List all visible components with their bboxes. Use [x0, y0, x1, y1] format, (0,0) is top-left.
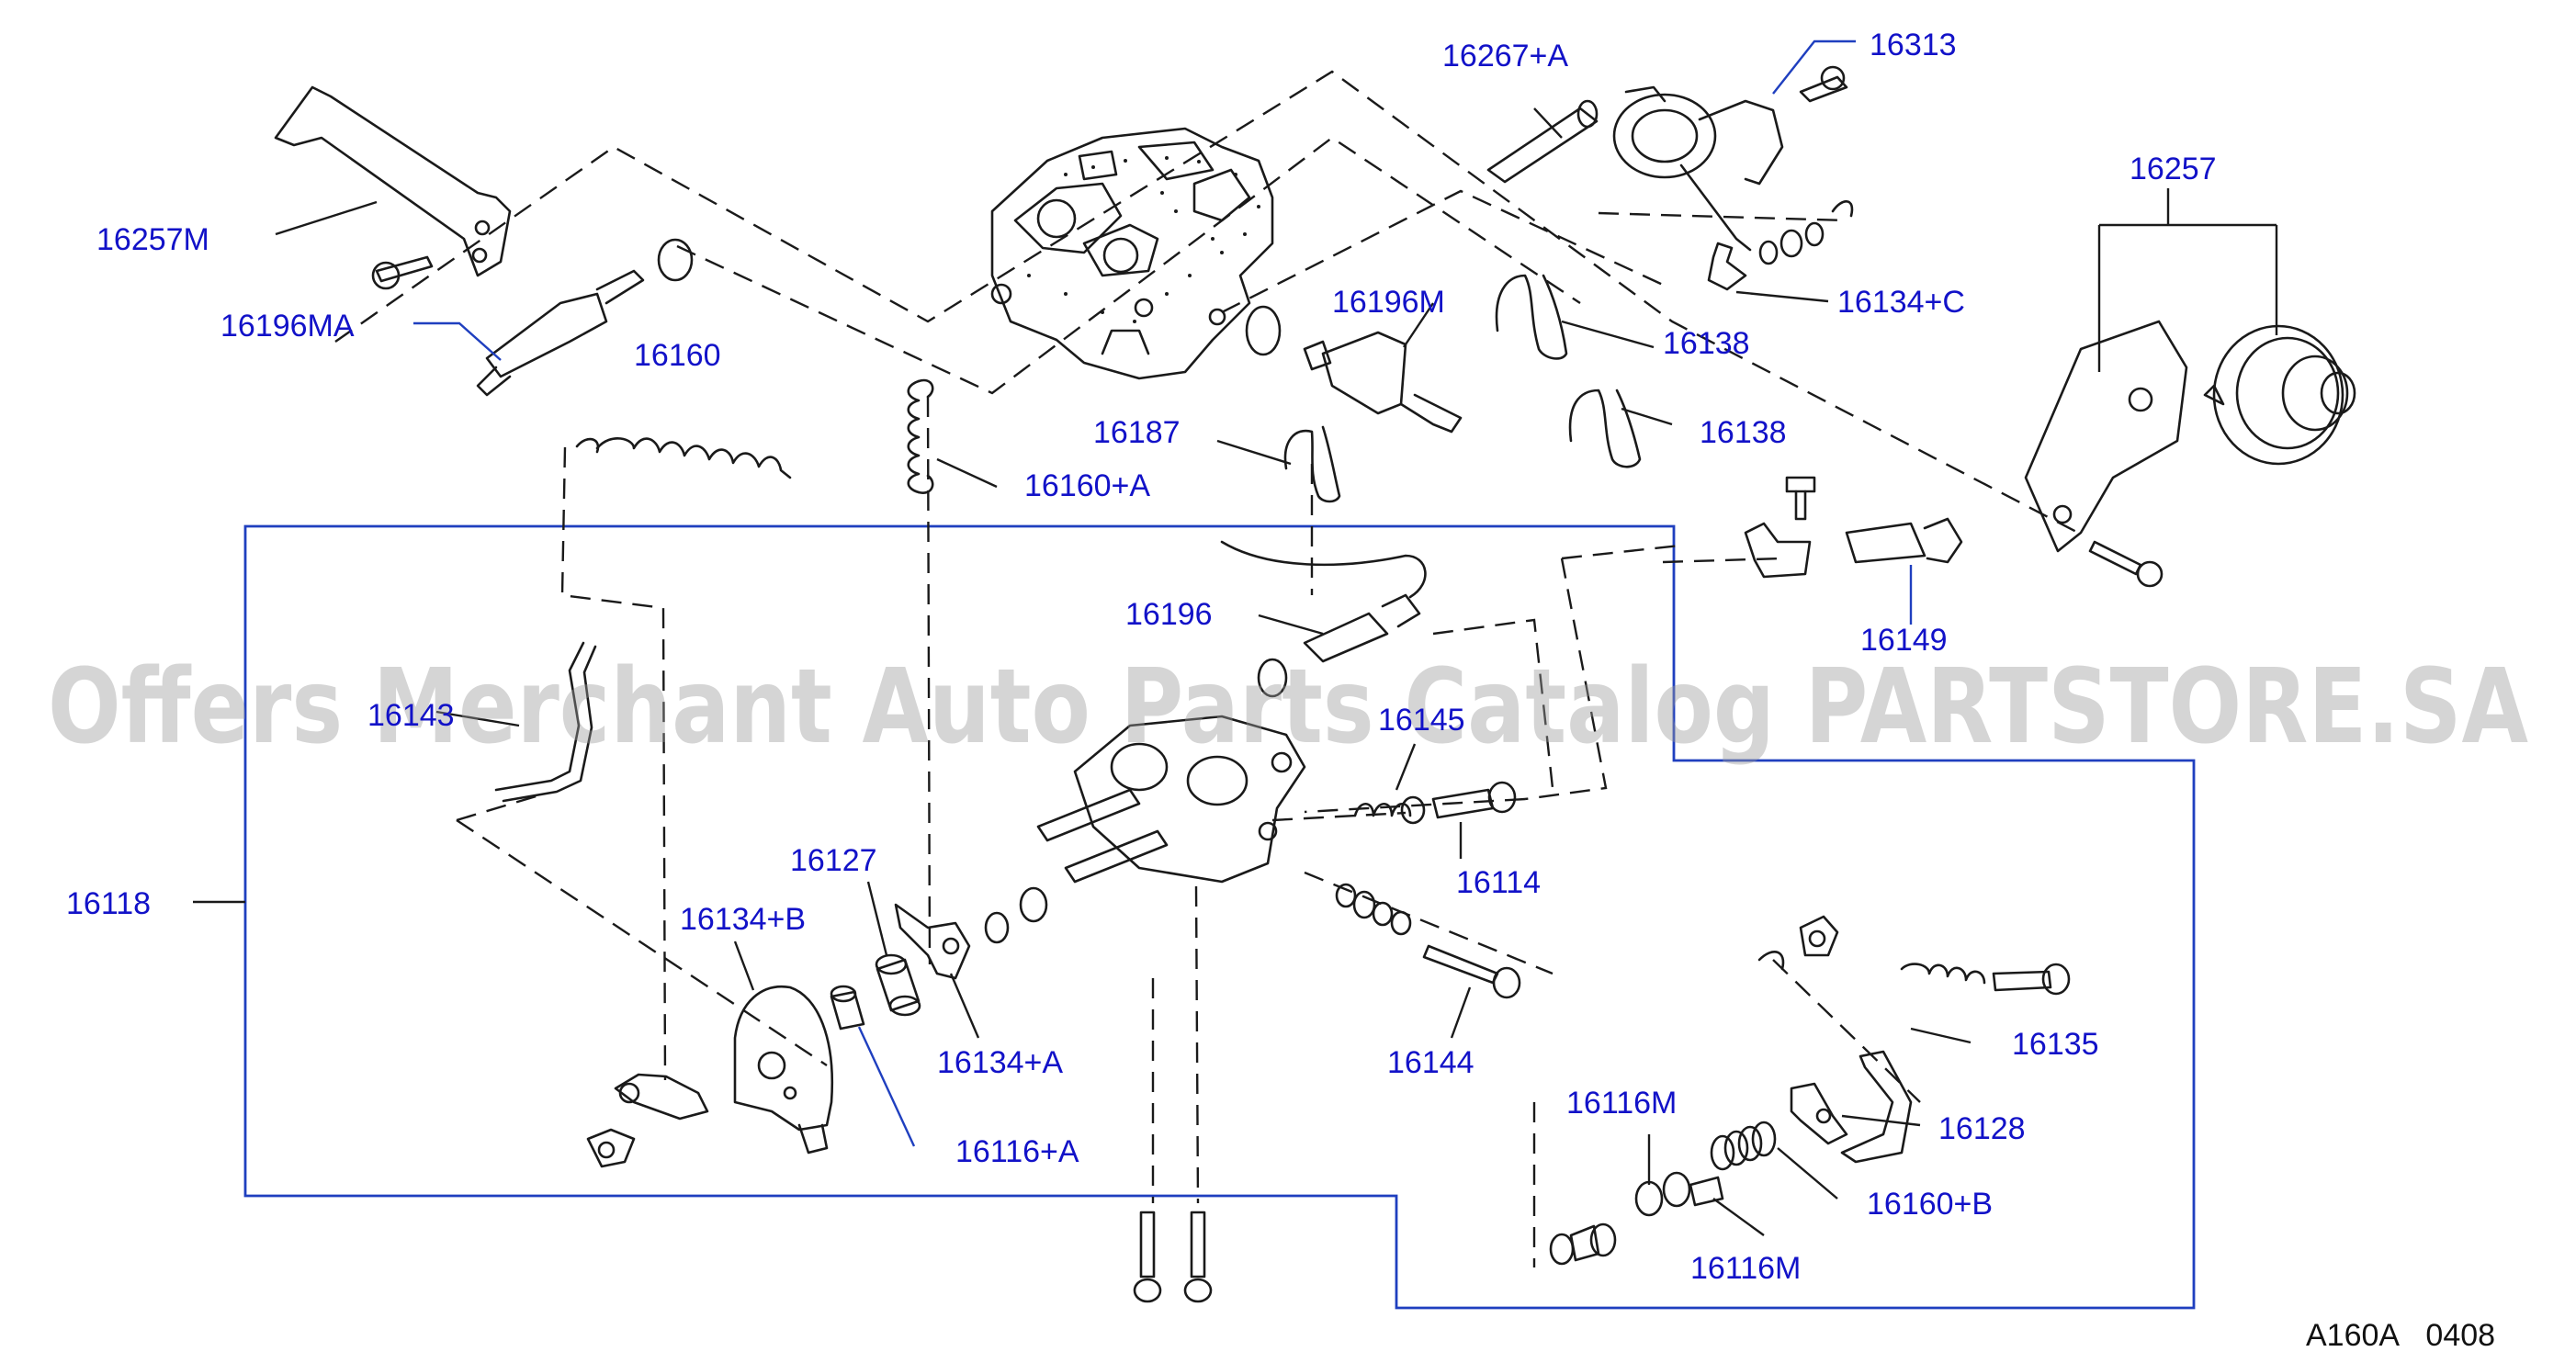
label-16196[interactable]: 16196 — [1125, 597, 1213, 632]
label-16257M[interactable]: 16257M — [96, 222, 209, 257]
label-16160B[interactable]: 16160+B — [1867, 1187, 1993, 1222]
sensor-16149 — [1744, 476, 1963, 579]
label-16134B[interactable]: 16134+B — [680, 902, 806, 937]
spring-16160 — [575, 437, 792, 479]
carburetor-body — [990, 127, 1274, 380]
bushing-16127 — [875, 953, 921, 1017]
label-16134C[interactable]: 16134+C — [1837, 285, 1965, 320]
sensor-16196 — [1220, 540, 1427, 698]
label-16196M[interactable]: 16196M — [1332, 285, 1445, 320]
bushing-16116A — [830, 985, 865, 1031]
bracket-16128 — [1790, 1082, 1848, 1145]
diagram-code: A160A 0408 — [2306, 1318, 2495, 1353]
lever-16135 — [1757, 915, 2071, 1164]
label-16160[interactable]: 16160 — [634, 338, 721, 373]
label-16116A[interactable]: 16116+A — [955, 1134, 1079, 1169]
label-16144[interactable]: 16144 — [1387, 1045, 1474, 1080]
sensor-16196MA — [476, 238, 694, 397]
assembly-16118-boundary — [243, 524, 2196, 1310]
screw-16257M — [371, 255, 434, 290]
label-16138-b[interactable]: 16138 — [1700, 415, 1787, 450]
label-16116M-a[interactable]: 16116M — [1566, 1086, 1677, 1121]
label-16313[interactable]: 16313 — [1870, 28, 1957, 62]
throttle-body-16118 — [1036, 715, 1306, 884]
label-16138-a[interactable]: 16138 — [1663, 326, 1750, 361]
screw-16144 — [1422, 944, 1521, 999]
linkage-pieces-16134B — [586, 1073, 709, 1168]
label-16267A[interactable]: 16267+A — [1442, 39, 1568, 73]
actuator-16313 — [1612, 65, 1848, 252]
screw-16257 — [2088, 540, 2164, 588]
spring-16144 — [1335, 883, 1412, 936]
bushings-16116M — [1549, 1171, 1724, 1266]
washers-throttle-shaft — [984, 886, 1048, 944]
spring-16160A — [907, 378, 934, 494]
label-16114[interactable]: 16114 — [1456, 865, 1541, 900]
spring-16160B — [1710, 1121, 1777, 1171]
label-16145[interactable]: 16145 — [1378, 703, 1465, 738]
label-16149[interactable]: 16149 — [1860, 623, 1948, 658]
spring-16145 — [1353, 795, 1426, 825]
bracket-16257M — [274, 85, 512, 277]
label-16143[interactable]: 16143 — [367, 698, 455, 733]
washer-ring — [1245, 305, 1282, 356]
lever-16134B — [733, 985, 834, 1155]
watermark: Offers Merchant Auto Parts Catalog PARTS… — [48, 648, 2528, 767]
label-16127[interactable]: 16127 — [790, 843, 877, 878]
diaphragm-16257 — [2203, 324, 2356, 466]
label-16134A[interactable]: 16134+A — [937, 1045, 1063, 1080]
carburetor-body-stipple — [1027, 156, 1260, 323]
label-16187[interactable]: 16187 — [1093, 415, 1181, 450]
hose-16267A — [1486, 99, 1599, 184]
label-16196MA[interactable]: 16196MA — [220, 309, 355, 344]
clip-16138-b — [1568, 389, 1642, 468]
clip-16187 — [1283, 425, 1341, 503]
clip-16138-a — [1495, 274, 1568, 360]
solenoid-16196M — [1303, 331, 1463, 434]
label-16257[interactable]: 16257 — [2130, 152, 2217, 186]
exploded-guide-lines — [334, 70, 2079, 1267]
label-16118[interactable]: 16118 — [66, 886, 151, 921]
leader-lines — [193, 39, 2278, 1236]
label-16116M-b[interactable]: 16116M — [1690, 1251, 1801, 1286]
screw-16114 — [1431, 781, 1517, 819]
bracket-16134C — [1707, 242, 1747, 291]
lever-16134A — [894, 903, 971, 980]
bolts-bottom — [1133, 1211, 1213, 1303]
label-16135[interactable]: 16135 — [2012, 1027, 2099, 1062]
label-16160A[interactable]: 16160+A — [1024, 468, 1150, 503]
hose-16143 — [494, 641, 597, 803]
bracket-16257 — [2024, 320, 2188, 553]
actuator-linkage-washers — [1758, 200, 1854, 265]
label-16128[interactable]: 16128 — [1938, 1111, 2026, 1146]
